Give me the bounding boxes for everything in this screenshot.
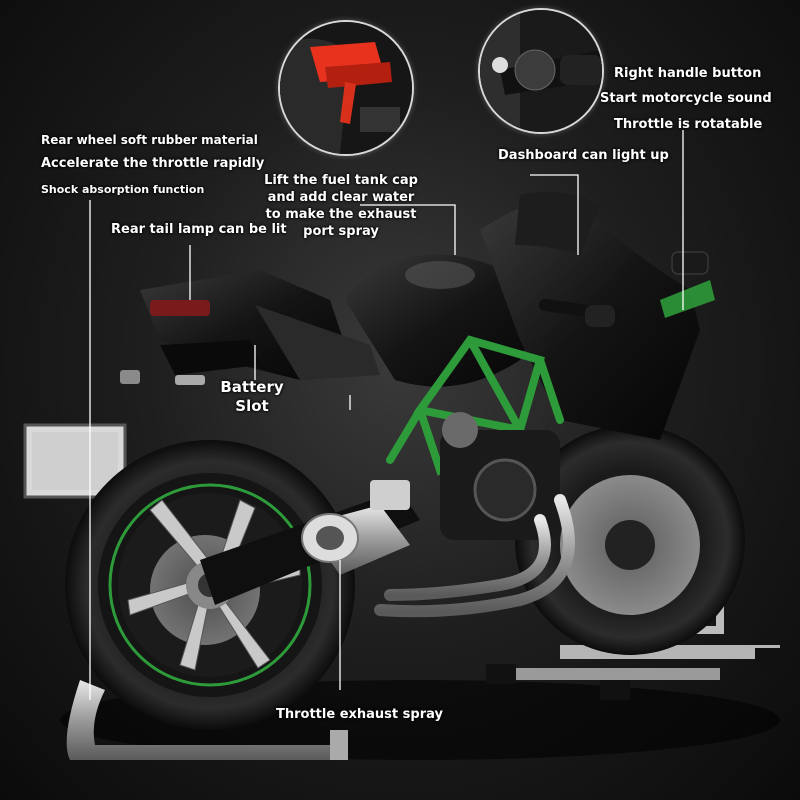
- callout-throttle-exhaust-spray: Throttle exhaust spray: [276, 707, 443, 722]
- callout-accelerate-throttle: Accelerate the throttle rapidly: [41, 156, 265, 171]
- fuel-cap-detail-image: [278, 20, 414, 156]
- callout-fuel-tank-line4: port spray: [303, 224, 379, 239]
- callout-throttle-rotatable: Throttle is rotatable: [614, 117, 763, 132]
- callout-battery-line1: Battery: [220, 378, 284, 396]
- callout-fuel-tank-line1: Lift the fuel tank cap: [264, 173, 418, 188]
- callout-fuel-tank-line2: and add clear water: [267, 190, 415, 205]
- handlebar-detail-image: [478, 8, 604, 134]
- callout-battery-slot: Battery Slot: [214, 378, 290, 416]
- callout-shock-absorption: Shock absorption function: [41, 183, 205, 196]
- paddock-stand-image: [66, 680, 348, 760]
- callout-fuel-tank: Lift the fuel tank cap and add clear wat…: [262, 172, 420, 240]
- callout-dashboard-light: Dashboard can light up: [498, 148, 669, 163]
- callout-rear-tail-lamp: Rear tail lamp can be lit: [111, 222, 287, 237]
- callout-rear-wheel-rubber: Rear wheel soft rubber material: [41, 133, 258, 147]
- callout-right-handle-button: Right handle button: [614, 66, 762, 81]
- callout-start-sound: Start motorcycle sound: [600, 91, 772, 106]
- callout-fuel-tank-line3: to make the exhaust: [265, 207, 417, 222]
- callout-battery-line2: Slot: [235, 397, 269, 415]
